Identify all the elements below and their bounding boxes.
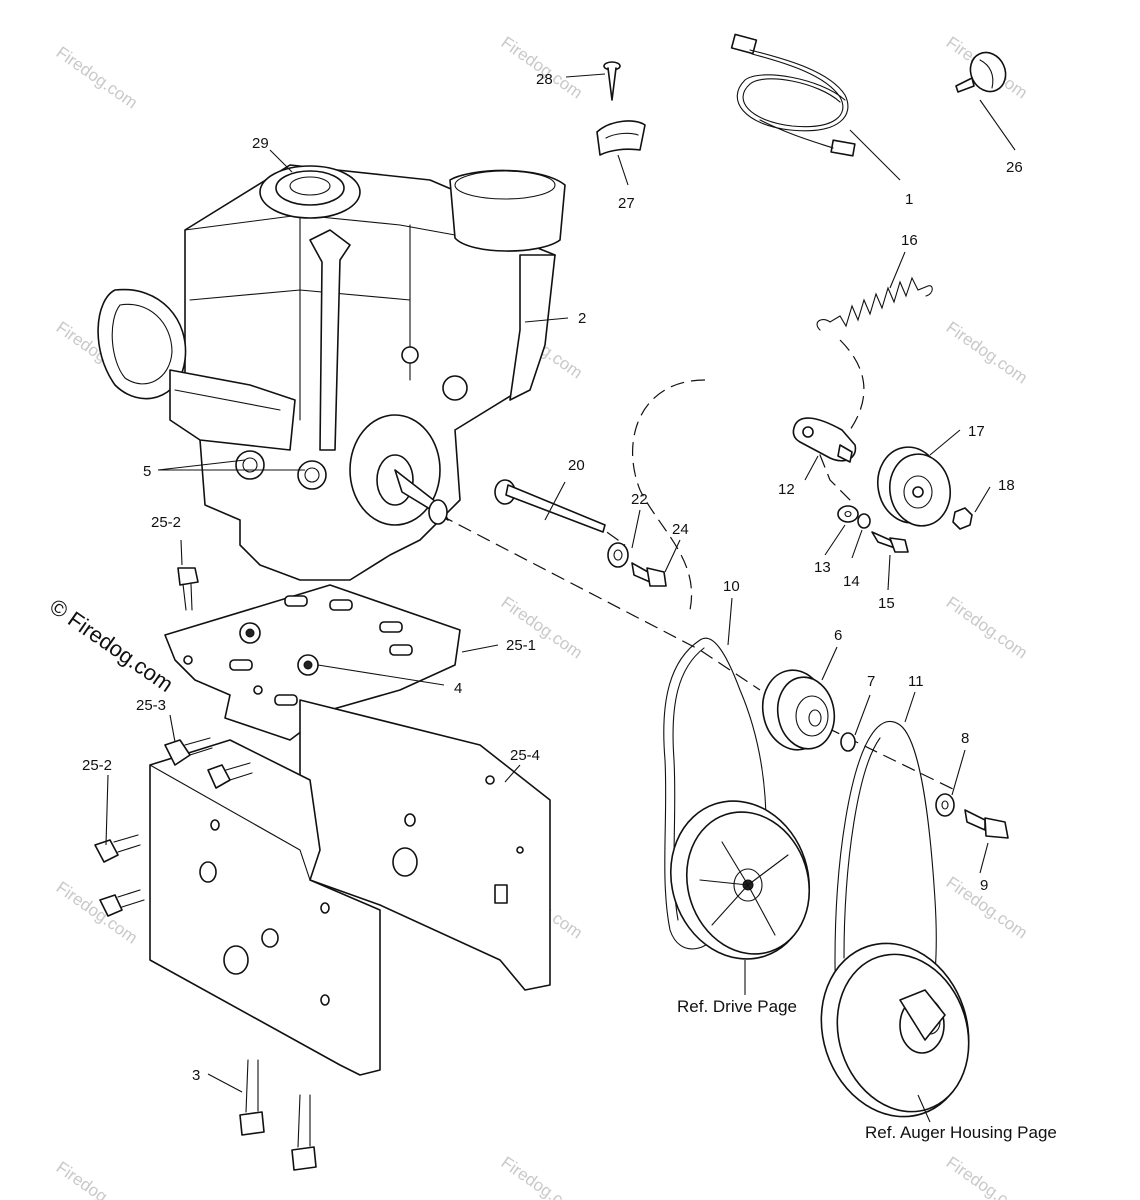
drive-pulley xyxy=(669,800,811,960)
washer-8 xyxy=(935,793,955,817)
watermark: Firedog.com xyxy=(943,593,1031,663)
bolt-25-2-left xyxy=(94,834,145,917)
callout-25-3: 25-3 xyxy=(136,697,166,714)
mounting-plate-25-1 xyxy=(164,584,461,741)
cord-1 xyxy=(730,33,856,157)
callout-20: 20 xyxy=(568,457,585,474)
spacer-7 xyxy=(840,732,856,752)
callout-26: 26 xyxy=(1006,159,1023,176)
callout-29: 29 xyxy=(252,135,269,152)
watermark: Firedog.com xyxy=(498,1153,586,1200)
callout-24: 24 xyxy=(672,521,689,538)
bolt-25-2-top xyxy=(177,567,199,611)
callout-2: 2 xyxy=(578,310,586,327)
callout-10: 10 xyxy=(723,578,740,595)
spring-16 xyxy=(816,276,933,331)
frame-plate-left xyxy=(149,739,381,1076)
watermark: Firedog.com xyxy=(53,1158,141,1200)
callout-25-2-left: 25-2 xyxy=(82,757,112,774)
callout-25-1: 25-1 xyxy=(506,637,536,654)
watermark-prominent: © Firedog.com xyxy=(45,594,178,697)
watermark: Firedog.com xyxy=(53,878,141,948)
callout-4: 4 xyxy=(454,680,462,697)
callout-25-2-top: 25-2 xyxy=(151,514,181,531)
callout-13: 13 xyxy=(814,559,831,576)
callout-15: 15 xyxy=(878,595,895,612)
engine xyxy=(97,164,566,581)
ref-auger-housing-page: Ref. Auger Housing Page xyxy=(865,1123,1057,1142)
bolt-24 xyxy=(631,562,667,587)
callout-1: 1 xyxy=(905,191,913,208)
callout-9: 9 xyxy=(980,877,988,894)
callout-18: 18 xyxy=(998,477,1015,494)
callout-5: 5 xyxy=(143,463,151,480)
callout-27: 27 xyxy=(618,195,635,212)
callout-16: 16 xyxy=(901,232,918,249)
washer-13 xyxy=(837,505,859,523)
watermark: Firedog.com xyxy=(53,43,141,113)
callout-6: 6 xyxy=(834,627,842,644)
callout-8: 8 xyxy=(961,730,969,747)
assembly-lines xyxy=(439,339,956,791)
watermark: Firedog.com xyxy=(943,1153,1031,1200)
callout-14: 14 xyxy=(843,573,860,590)
auger-pulley xyxy=(820,942,970,1118)
callout-17: 17 xyxy=(968,423,985,440)
screw-28 xyxy=(603,61,621,101)
callout-3: 3 xyxy=(192,1067,200,1084)
knob-26 xyxy=(955,51,1007,93)
bolt-15 xyxy=(871,531,909,553)
bolt-9 xyxy=(964,809,1009,839)
callout-12: 12 xyxy=(778,481,795,498)
idler-bracket-12 xyxy=(792,417,857,463)
callout-labels: 28 27 1 26 29 2 16 5 20 22 24 17 18 12 1… xyxy=(82,71,1057,1142)
washer-22 xyxy=(607,542,629,568)
callout-7: 7 xyxy=(867,673,875,690)
frame-plate-25-4 xyxy=(299,699,551,991)
callout-22: 22 xyxy=(631,491,648,508)
callout-25-4: 25-4 xyxy=(510,747,540,764)
pin-20 xyxy=(494,479,606,533)
watermark: Firedog.com xyxy=(498,33,586,103)
clip-27 xyxy=(596,120,646,156)
callout-11: 11 xyxy=(908,673,924,690)
callout-28: 28 xyxy=(536,71,553,88)
ref-drive-page: Ref. Drive Page xyxy=(677,997,797,1016)
spacer-14 xyxy=(857,513,871,529)
leader-lines xyxy=(105,73,1016,1123)
bolt-3 xyxy=(239,1059,317,1171)
watermark: Firedog.com xyxy=(943,318,1031,388)
nut-18 xyxy=(952,507,973,530)
pulley-6 xyxy=(761,669,836,751)
idler-pulley-17 xyxy=(877,446,951,527)
